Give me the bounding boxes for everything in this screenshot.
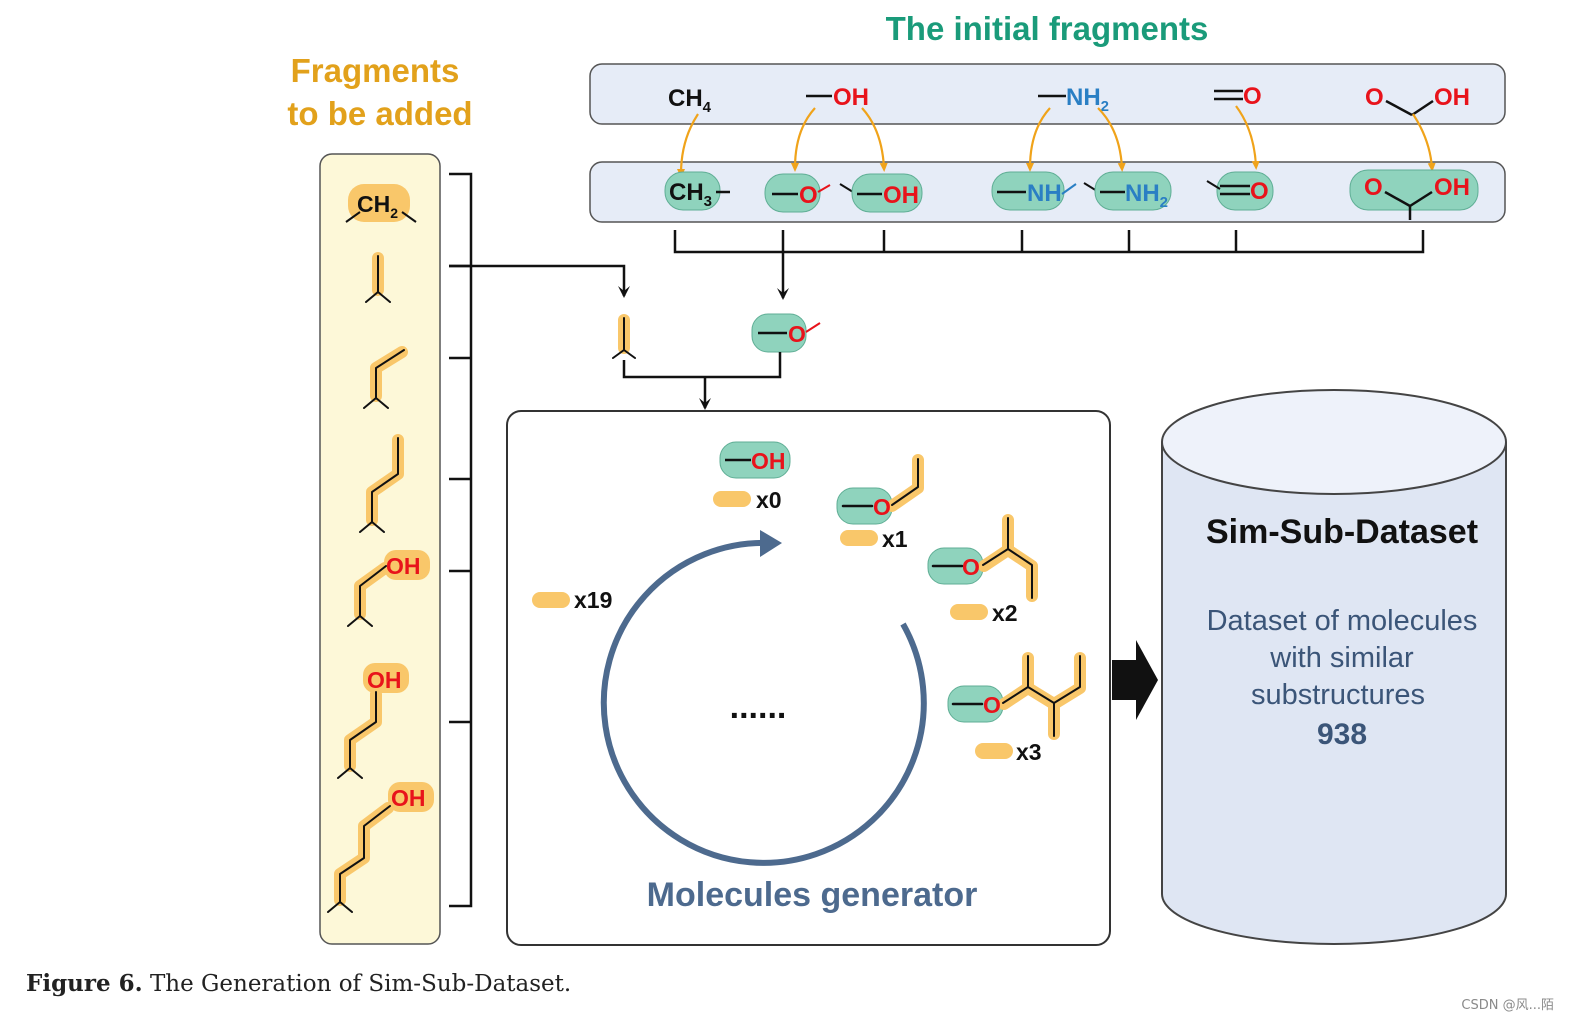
- butyl-fragment: [359, 434, 404, 533]
- svg-text:NH2: NH2: [1066, 84, 1109, 115]
- svg-text:OH: OH: [1434, 174, 1470, 201]
- figure-caption: Figure 6. The Generation of Sim-Sub-Data…: [26, 970, 571, 997]
- hydroxyethyl-fragment: OH: [347, 550, 430, 627]
- figure-label: Figure 6.: [26, 970, 143, 997]
- svg-text:O: O: [983, 692, 1001, 718]
- amine-bottom-fragment: NH2: [1083, 171, 1172, 211]
- svg-text:OH: OH: [367, 667, 402, 693]
- svg-text:x19: x19: [574, 587, 612, 613]
- propyl-fragment: [363, 346, 408, 409]
- molecules-generator-box: [506, 410, 1111, 946]
- derivation-arrows: [677, 105, 1436, 178]
- svg-text:NH2: NH2: [1125, 180, 1168, 211]
- methylene-fragment: CH2: [345, 184, 417, 223]
- selected-ether-fragment: O: [751, 313, 821, 353]
- initial-fragments-top-panel: [589, 63, 1506, 125]
- merge-arrow: [622, 352, 782, 410]
- cycle-arrow: [600, 539, 927, 866]
- svg-text:CH2: CH2: [357, 191, 398, 221]
- carbonyl-fragment: O: [1214, 83, 1262, 110]
- cycle-ellipsis: ......: [730, 688, 787, 726]
- fragments-to-add-title-line2: to be added: [287, 95, 472, 132]
- figure-caption-text: The Generation of Sim-Sub-Dataset.: [142, 971, 572, 997]
- svg-text:OH: OH: [883, 182, 919, 209]
- added-fragments-bracket: [449, 172, 630, 908]
- hydroxyl-fragment: OH: [806, 84, 869, 111]
- svg-text:O: O: [873, 494, 891, 520]
- to-dataset-arrow: [1112, 640, 1158, 720]
- ethyl-fragment: [365, 252, 391, 303]
- imine-fragment: NH: [991, 171, 1077, 211]
- svg-text:CH4: CH4: [668, 85, 712, 116]
- svg-text:CH3: CH3: [669, 179, 712, 210]
- svg-text:OH: OH: [1434, 84, 1470, 111]
- fragments-to-add-title-line1: Fragments: [291, 52, 460, 89]
- dataset-count: 938: [1317, 718, 1367, 751]
- example-molecule-x0: OH x0: [713, 441, 791, 513]
- source-watermark: CSDN @风...陌: [1461, 998, 1554, 1013]
- svg-text:O: O: [1250, 178, 1269, 205]
- carboxyl-bottom-fragment: O OH: [1349, 169, 1479, 220]
- dataset-title: Sim-Sub-Dataset: [1206, 513, 1478, 551]
- example-molecule-x3: O x3: [947, 652, 1086, 765]
- ether-fragment: O: [764, 173, 831, 213]
- hydroxyl-bottom-fragment: OH: [839, 173, 923, 213]
- initial-fragments-bracket: [673, 230, 1425, 300]
- hydroxybutyl-fragment: OH: [327, 782, 434, 913]
- svg-text:O: O: [1243, 83, 1262, 110]
- example-molecule-x2: O x2: [927, 514, 1038, 626]
- svg-text:O: O: [1364, 174, 1383, 201]
- molecules-generator-label: Molecules generator: [647, 876, 978, 914]
- svg-text:OH: OH: [386, 553, 421, 579]
- svg-text:O: O: [799, 182, 818, 209]
- amine-fragment: NH2: [1038, 84, 1109, 115]
- cycle-arrowhead: [760, 530, 782, 557]
- svg-text:O: O: [962, 554, 980, 580]
- svg-text:x1: x1: [882, 526, 908, 552]
- selected-ethyl-fragment: [612, 314, 636, 359]
- example-molecule-x1: O x1: [836, 454, 924, 552]
- svg-text:O: O: [788, 321, 806, 347]
- carbonyl-bottom-fragment: O: [1206, 171, 1274, 211]
- svg-text:O: O: [1365, 84, 1384, 111]
- carboxyl-fragment: O OH: [1365, 84, 1470, 117]
- methyl-fragment: CH3: [664, 171, 730, 211]
- svg-text:x0: x0: [756, 487, 782, 513]
- svg-text:x2: x2: [992, 600, 1018, 626]
- svg-text:NH: NH: [1027, 180, 1062, 207]
- methane-fragment: CH4: [668, 85, 712, 116]
- initial-fragments-title: The initial fragments: [886, 10, 1209, 47]
- svg-text:OH: OH: [833, 84, 869, 111]
- sim-sub-dataset-cylinder: [1161, 389, 1507, 945]
- dataset-description-line3: substructures: [1251, 679, 1425, 711]
- svg-text:OH: OH: [751, 448, 786, 474]
- svg-text:x3: x3: [1016, 739, 1042, 765]
- dataset-description-line1: Dataset of molecules: [1207, 605, 1478, 637]
- x19-counter: x19: [532, 587, 612, 613]
- hydroxypropyl-fragment: OH: [337, 663, 409, 779]
- svg-text:OH: OH: [391, 785, 426, 811]
- dataset-description-line2: with similar: [1269, 642, 1414, 674]
